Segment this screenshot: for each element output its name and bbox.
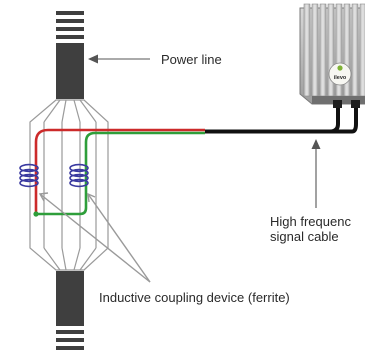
- cable-gland-right: [351, 100, 360, 108]
- high-frequency-arrow: [311, 139, 321, 208]
- ferrite-coil-right: [69, 163, 89, 188]
- ferrite-coil-left: [19, 163, 39, 188]
- power-line-top: [56, 11, 84, 99]
- wire-junction-dot: [33, 211, 39, 217]
- device-brand-text: ilevo: [334, 75, 347, 81]
- power-line-arrow: [88, 54, 150, 64]
- coupling-device-arrows: [38, 192, 151, 283]
- power-line-label: Power line: [161, 52, 222, 67]
- green-wire: [36, 131, 205, 216]
- coupling-frame: [29, 99, 109, 271]
- high-frequency-cable: [205, 104, 358, 134]
- ilevo-device: ilevo: [299, 3, 365, 108]
- cable-gland-left: [333, 100, 342, 108]
- coupling-device-label: Inductive coupling device (ferrite): [99, 290, 290, 305]
- power-line-bottom: [56, 271, 84, 350]
- high-frequency-label-line1: High frequenc: [270, 214, 351, 229]
- device-logo-badge: [328, 62, 352, 86]
- high-frequency-label-line2: signal cable: [270, 229, 339, 244]
- red-wire: [34, 128, 205, 214]
